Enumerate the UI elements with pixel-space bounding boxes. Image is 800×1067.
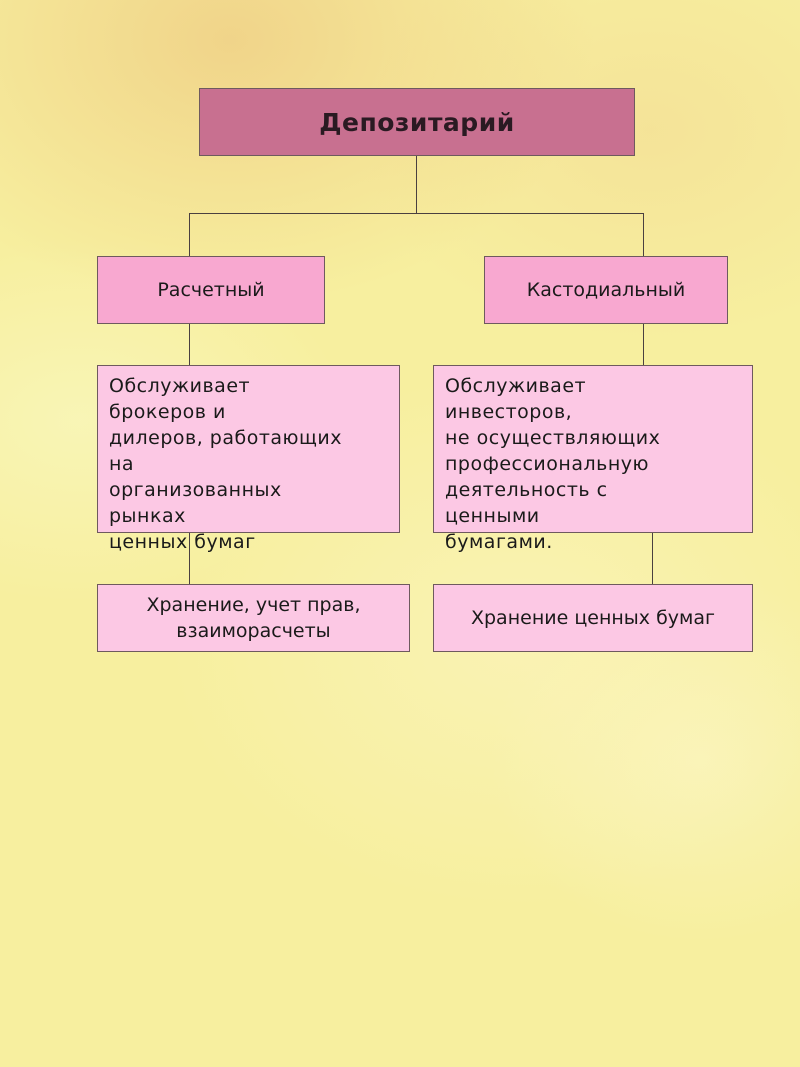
function-text: Хранение, учет прав, взаиморасчеты (146, 594, 361, 642)
description-text: Обслуживает инвесторов, не осуществляющи… (445, 375, 661, 553)
connector-right-low (652, 533, 653, 584)
connector-left-mid (189, 324, 190, 365)
root-label: Депозитарий (319, 107, 515, 137)
branch-node-custodial: Кастодиальный (484, 256, 728, 324)
description-box-custodial: Обслуживает инвесторов, не осуществляющи… (433, 365, 753, 553)
branch-node-settlement: Расчетный (97, 256, 325, 324)
branch-label: Кастодиальный (526, 279, 686, 301)
branch-label: Расчетный (157, 279, 265, 301)
function-box-settlement: Хранение, учет прав, взаиморасчеты (97, 584, 410, 652)
connector-root-stem (416, 156, 417, 214)
function-text: Хранение ценных бумаг (470, 607, 715, 629)
connector-left-down (189, 213, 190, 256)
function-box-custodial: Хранение ценных бумаг (433, 584, 753, 652)
connector-right-mid (643, 324, 644, 365)
connector-right-down (643, 213, 644, 256)
connector-left-low (189, 533, 190, 584)
description-box-settlement: Обслуживает брокеров и дилеров, работающ… (97, 365, 400, 553)
root-node: Депозитарий (199, 88, 635, 156)
connector-horizontal (189, 213, 644, 214)
description-text: Обслуживает брокеров и дилеров, работающ… (109, 375, 343, 553)
